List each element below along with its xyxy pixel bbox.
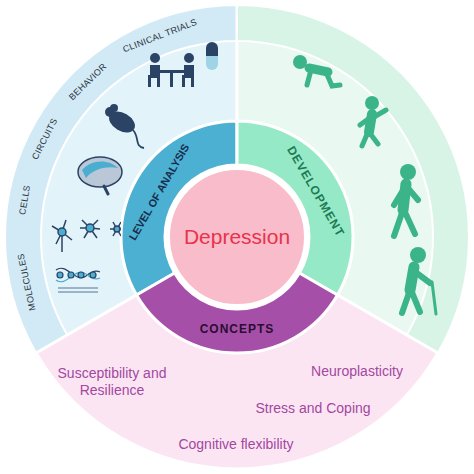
clinical-trial-icon bbox=[184, 53, 194, 63]
clinical-trial-icon bbox=[150, 65, 160, 75]
development-figures bbox=[400, 164, 416, 180]
development-figures bbox=[410, 247, 426, 263]
brain-icon bbox=[82, 161, 118, 178]
neuron-icon bbox=[86, 224, 94, 232]
level-label: BEHAVIOR bbox=[67, 62, 109, 103]
center-title: Depression bbox=[184, 225, 290, 249]
mouse-icon bbox=[110, 104, 118, 112]
neuron-icon bbox=[80, 220, 100, 238]
development-figures bbox=[402, 271, 430, 313]
development-figures bbox=[432, 282, 436, 314]
node-outline bbox=[237, 121, 353, 295]
dna-icon bbox=[56, 268, 100, 293]
node-outline bbox=[137, 273, 338, 353]
dna-icon bbox=[78, 272, 84, 278]
center-circle bbox=[169, 169, 305, 305]
node-outline bbox=[169, 169, 305, 305]
clinical-trial-icon bbox=[148, 53, 194, 87]
neuron-icon bbox=[52, 220, 124, 252]
dna-icon bbox=[68, 272, 74, 278]
mouse-icon bbox=[133, 130, 144, 148]
brain-icon bbox=[78, 157, 122, 194]
clinical-trial-icon bbox=[150, 53, 160, 63]
concept-label: Susceptibility and Resilience bbox=[37, 365, 187, 399]
development-figures bbox=[365, 96, 379, 110]
brain-icon bbox=[78, 157, 122, 187]
level-label: CIRCUITS bbox=[30, 117, 60, 162]
neuron-icon bbox=[58, 228, 66, 236]
clinical-trial-icon bbox=[170, 73, 173, 87]
ring-label: CONCEPTS bbox=[200, 323, 275, 337]
clinical-trial-icon bbox=[182, 75, 194, 87]
brain-icon bbox=[104, 186, 108, 194]
dna-icon bbox=[90, 272, 96, 278]
ring-segment bbox=[121, 121, 237, 295]
level-label: CLINICAL TRIALS bbox=[121, 17, 198, 55]
concept-label: Neuroplasticity bbox=[297, 363, 417, 380]
concept-label: Stress and Coping bbox=[243, 400, 383, 417]
capsule-icon bbox=[206, 42, 218, 56]
level-label: MOLECULES bbox=[15, 252, 38, 311]
neuron-icon bbox=[114, 226, 120, 232]
neuron-icon bbox=[52, 220, 72, 252]
dna-icon bbox=[58, 287, 98, 289]
ring-segment bbox=[237, 121, 353, 295]
capsule-icon bbox=[206, 42, 218, 70]
level-label: CELLS bbox=[17, 184, 33, 215]
dna-icon bbox=[57, 272, 63, 278]
clinical-trial-icon bbox=[160, 70, 184, 73]
concept-label: Cognitive flexibility bbox=[156, 436, 316, 453]
dna-icon bbox=[56, 272, 100, 282]
development-figures bbox=[360, 110, 386, 146]
capsule-icon bbox=[206, 56, 218, 70]
clinical-trial-icon bbox=[184, 65, 194, 75]
clinical-trial-icon bbox=[148, 75, 160, 87]
development-figures bbox=[307, 70, 340, 86]
center-circle: Depression bbox=[169, 169, 305, 305]
development-figures bbox=[394, 187, 418, 236]
ring-segment: CONCEPTS bbox=[121, 121, 353, 353]
mouse-icon bbox=[105, 104, 144, 148]
node-outline bbox=[121, 121, 353, 353]
ring-segment bbox=[137, 273, 338, 353]
node-outline bbox=[121, 121, 237, 295]
dna-icon bbox=[58, 291, 98, 293]
outer-sectors bbox=[5, 5, 469, 469]
